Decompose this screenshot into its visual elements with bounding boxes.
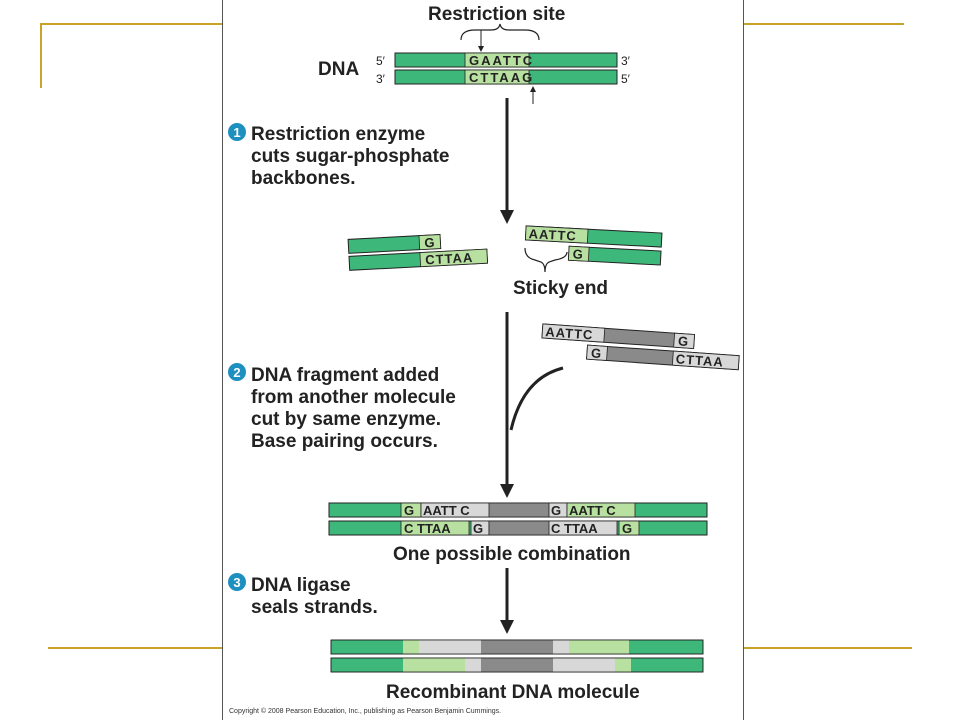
- gray-fragment-cttaa: CTTAA: [675, 351, 724, 369]
- combined-top-g-2: G: [551, 503, 561, 518]
- step-2-line-1: DNA fragment added: [251, 365, 439, 386]
- dna-top-sequence: GAATTC: [469, 53, 534, 68]
- gray-fragment-bottom-g: G: [590, 345, 601, 361]
- top-3prime-label: 3′: [621, 54, 631, 68]
- step-3-circle: [228, 573, 246, 591]
- one-possible-combination-label: One possible combination: [393, 544, 631, 565]
- restriction-site-label: Restriction site: [428, 4, 565, 25]
- right-fragment-aattc: AATTC: [528, 226, 577, 243]
- combined-molecule: G AATT C G AATT C C TTAA G C TTAA G: [328, 502, 708, 536]
- step-3-line-2: seals strands.: [251, 597, 378, 618]
- right-fragment: AATTC G: [524, 225, 663, 266]
- step-2-line-2: from another molecule: [251, 387, 456, 408]
- bottom-5prime-label: 5′: [621, 72, 631, 86]
- cut-arrow-top-head: [478, 46, 484, 52]
- sticky-end-label: Sticky end: [513, 278, 608, 299]
- process-arrow-3-head: [500, 620, 514, 634]
- dna-bottom-site: [464, 69, 530, 85]
- step-1-number: 1: [233, 125, 240, 140]
- process-arrow-2-head: [500, 484, 514, 498]
- combined-bottom-c-ttaa-1: C TTAA: [404, 521, 451, 536]
- step-2-line-3: cut by same enzyme.: [251, 409, 441, 430]
- step-1-line-2: cuts sugar-phosphate: [251, 146, 449, 167]
- recombinant-molecule: [330, 639, 704, 673]
- gray-fragment-aattc: AATTC: [545, 324, 594, 342]
- left-fragment-g: G: [424, 235, 435, 251]
- combined-top-aatt-c-2: AATT C: [569, 503, 616, 518]
- restriction-site-brace: [460, 23, 540, 41]
- combined-bottom-g-1: G: [473, 521, 483, 536]
- gray-fragment-top-g: G: [678, 333, 689, 349]
- recombinant-label: Recombinant DNA molecule: [386, 682, 640, 703]
- figure-panel: Restriction site DNA 5′ 3′ 3′ 5′ GAATTC …: [222, 0, 744, 720]
- dna-label: DNA: [318, 59, 359, 80]
- step-1-line-3: backbones.: [251, 168, 356, 189]
- sticky-end-brace: [524, 247, 568, 273]
- dna-top-site: [464, 52, 530, 68]
- step-3-line-1: DNA ligase: [251, 575, 351, 596]
- bottom-3prime-label: 3′: [376, 72, 386, 86]
- combined-bottom-c-ttaa-2: C TTAA: [551, 521, 598, 536]
- step-1-circle: [228, 123, 246, 141]
- left-fragment-cttaa: CTTAA: [425, 250, 474, 267]
- copyright-text: Copyright © 2008 Pearson Education, Inc.…: [229, 707, 501, 715]
- combined-top-aatt-c-1: AATT C: [423, 503, 470, 518]
- step-2-circle: [228, 363, 246, 381]
- step-2-line-4: Base pairing occurs.: [251, 431, 438, 452]
- restriction-enzyme-diagram: Restriction site DNA 5′ 3′ 3′ 5′ GAATTC …: [228, 4, 740, 715]
- process-arrow-1-head: [500, 210, 514, 224]
- left-fragment: G CTTAA: [347, 234, 489, 271]
- dna-bottom-sequence: CTTAAG: [469, 70, 534, 85]
- combined-top-g-1: G: [404, 503, 414, 518]
- cut-arrow-bottom-head: [530, 86, 536, 92]
- step-2-number: 2: [233, 365, 240, 380]
- step-3-number: 3: [233, 575, 240, 590]
- right-fragment-g: G: [572, 246, 583, 262]
- top-5prime-label: 5′: [376, 54, 386, 68]
- joining-arrow: [509, 366, 564, 431]
- slide-line-left: [40, 23, 42, 88]
- step-1-line-1: Restriction enzyme: [251, 124, 425, 145]
- gray-fragment: AATTC G G CTTAA: [541, 323, 740, 371]
- combined-bottom-g-2: G: [622, 521, 632, 536]
